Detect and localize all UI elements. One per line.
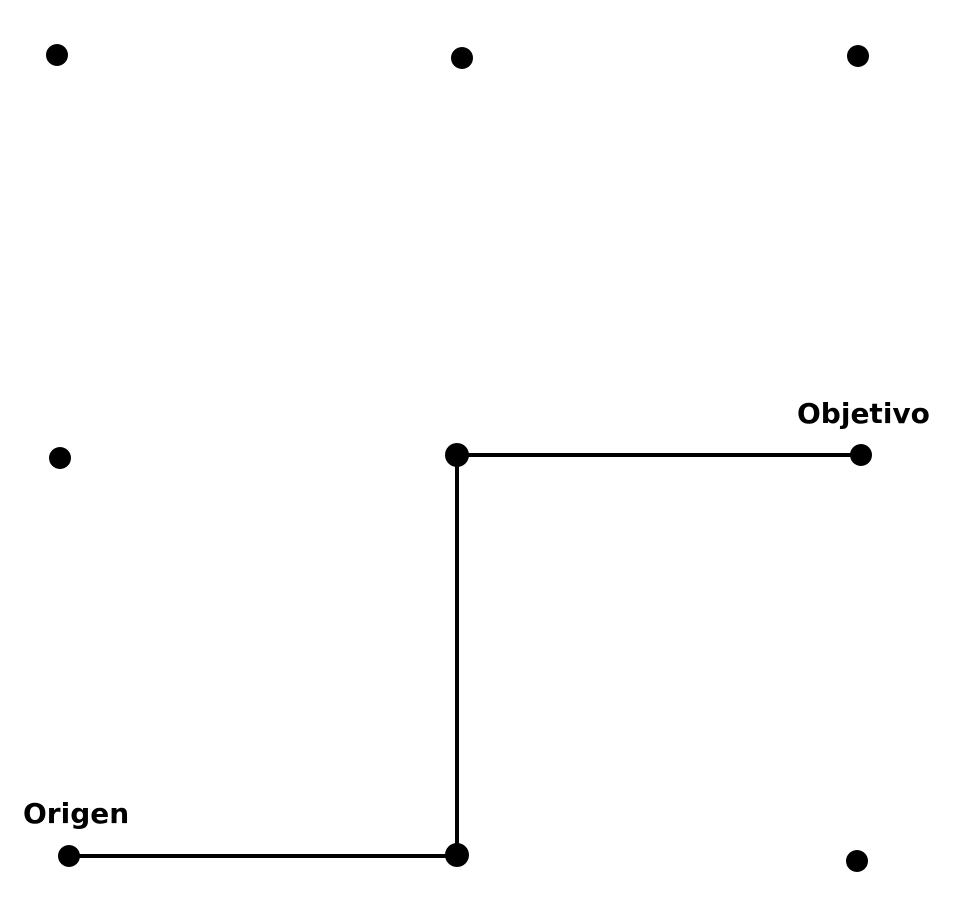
origin-label: Origen	[23, 797, 129, 830]
grid-node-top-left	[46, 44, 68, 66]
grid-node-bottom-right	[846, 850, 868, 872]
grid-node-center	[445, 443, 469, 467]
grid-node-top-middle	[451, 47, 473, 69]
grid-node-bottom-middle	[445, 843, 469, 867]
grid-node-origin	[58, 845, 80, 867]
grid-node-target	[850, 444, 872, 466]
grid-node-middle-left	[49, 447, 71, 469]
target-label: Objetivo	[797, 397, 930, 430]
grid-node-top-right	[847, 45, 869, 67]
